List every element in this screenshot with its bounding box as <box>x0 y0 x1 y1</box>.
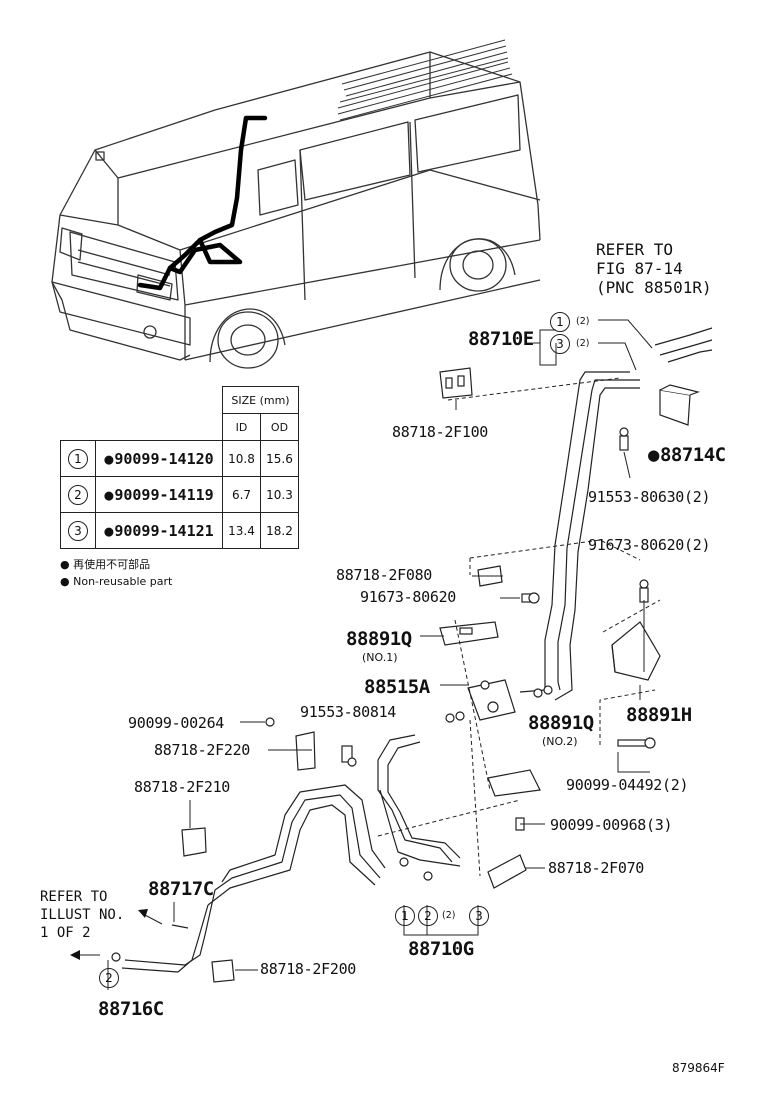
table-row: 1 90099-14120 10.8 15.6 <box>60 440 299 477</box>
clamp-88718-2F210-icon <box>181 827 207 857</box>
clamp-88718-2F100-icon <box>439 367 473 399</box>
hose-ref-1-circle: 1 <box>395 906 415 926</box>
table-header-size: SIZE (mm) <box>222 386 299 414</box>
cover-88891H-icon <box>611 621 661 681</box>
refer-illust-line1: REFER TO <box>40 889 108 905</box>
bolt-91553-80814-icon <box>341 745 357 767</box>
part-88718-2F220-label: 88718-2F220 <box>154 741 251 759</box>
o-ring-size-table: SIZE (mm) ID OD 1 90099-14120 10.8 15.6 … <box>60 386 299 549</box>
clamp-88718-2F200-icon <box>211 959 235 983</box>
bullet-icon: ● <box>60 558 74 571</box>
bolt-90099-04492-icon <box>617 737 656 749</box>
hose-ref-3-qty: (2) <box>576 338 590 349</box>
part-88718-2F210-label: 88718-2F210 <box>134 778 231 796</box>
part-88891Q-2-label: 88891Q <box>528 712 594 734</box>
components <box>111 367 701 983</box>
part-88891Q-1-label: 88891Q <box>346 628 412 650</box>
part-91673-80620-label: 91673-80620 <box>360 588 457 606</box>
arrow-left-icon <box>70 950 80 960</box>
hose-ref-3-circle: 3 <box>469 906 489 926</box>
van-illustration <box>51 39 541 369</box>
part-88710E-label: 88710E <box>468 328 534 350</box>
arrow-heads <box>70 909 148 960</box>
part-88891Q-2-sub: (NO.2) <box>542 735 578 748</box>
refer-fig-line1: REFER TO <box>596 240 674 259</box>
refer-fig-line2: FIG 87-14 <box>596 259 683 278</box>
screw-90099-00264-icon <box>265 717 275 727</box>
bracket-88891Q-1-icon <box>439 621 499 646</box>
part-88718-2F080-label: 88718-2F080 <box>336 566 433 584</box>
pipe-lines <box>121 327 713 973</box>
hose-ref-2-qty: (2) <box>442 910 456 921</box>
refer-fig-note: REFER TO FIG 87-14 (PNC 88501R) <box>596 240 712 297</box>
part-88717C-label: 88717C <box>148 878 214 900</box>
bullet-icon: ● <box>60 575 74 588</box>
part-90099-04492-label: 90099-04492(2) <box>566 776 689 794</box>
legend-en: Non-reusable part <box>73 575 173 588</box>
row-number-circle: 3 <box>68 521 88 541</box>
part-88718-2F100-label: 88718-2F100 <box>392 423 489 441</box>
refer-fig-line3: (PNC 88501R) <box>596 278 712 297</box>
valve-88515A-icon <box>467 679 516 721</box>
row-part-number: 90099-14121 <box>104 522 213 540</box>
part-88891Q-1-sub: (NO.1) <box>362 651 398 664</box>
clamp-88718-2F220-icon <box>295 731 316 771</box>
table-row: 3 90099-14121 13.4 18.2 <box>60 512 299 549</box>
part-88891H-label: 88891H <box>626 704 692 726</box>
row-id-value: 10.8 <box>222 440 261 477</box>
part-91553-80630-label: 91553-80630(2) <box>588 488 711 506</box>
hose-ref-1-circle: 1 <box>550 312 570 332</box>
arrow-left-icon <box>138 909 148 918</box>
row-number-circle: 1 <box>68 449 88 469</box>
table-header-id: ID <box>222 413 261 441</box>
table-row: 2 90099-14119 6.7 10.3 <box>60 476 299 513</box>
row-part-number: 90099-14120 <box>104 450 213 468</box>
bolt-91673-80620-2-icon <box>639 579 649 603</box>
legend: ● 再使用不可部品 ● Non-reusable part <box>60 556 172 590</box>
refer-illust-line2: ILLUST NO. <box>40 907 125 923</box>
part-90099-00968-label: 90099-00968(3) <box>550 816 673 834</box>
hose-ref-2-circle: 2 <box>99 968 119 988</box>
bracket-88891Q-2-icon <box>487 769 541 797</box>
table-header-od: OD <box>260 413 299 441</box>
part-88718-2F200-label: 88718-2F200 <box>260 960 357 978</box>
van-ac-route <box>137 115 268 291</box>
hose-ref-3-circle: 3 <box>550 334 570 354</box>
refer-illust-line3: 1 OF 2 <box>40 925 91 941</box>
table-subheader-row: ID OD <box>61 413 299 441</box>
bolt-91673-80620-icon <box>521 592 540 604</box>
hose-ref-2-circle: 2 <box>418 906 438 926</box>
part-88710G-label: 88710G <box>408 938 474 960</box>
bolt-91553-80630-icon <box>619 427 629 451</box>
row-od-value: 15.6 <box>260 440 299 477</box>
part-90099-00264-label: 90099-00264 <box>128 714 225 732</box>
part-88515A-label: 88515A <box>364 676 430 698</box>
legend-jp: 再使用不可部品 <box>73 558 151 571</box>
row-id-value: 6.7 <box>222 476 261 513</box>
row-od-value: 10.3 <box>260 476 299 513</box>
part-91673-80620-2-label: 91673-80620(2) <box>588 536 711 554</box>
table-header-row: SIZE (mm) <box>61 386 299 414</box>
figure-code: 879864F <box>672 1061 725 1075</box>
part-88714C-label: 88714C <box>648 446 726 465</box>
part-88718-2F070-label: 88718-2F070 <box>548 859 645 877</box>
hose-ref-1-qty: (2) <box>576 316 590 327</box>
row-number-circle: 2 <box>68 485 88 505</box>
part-91553-80814-label: 91553-80814 <box>300 703 397 721</box>
pad-88714C-icon <box>659 384 701 426</box>
part-88716C-label: 88716C <box>98 998 164 1020</box>
row-od-value: 18.2 <box>260 512 299 549</box>
clamp-88718-2F070-icon <box>487 854 527 889</box>
roof-vents <box>337 39 513 121</box>
row-id-value: 13.4 <box>222 512 261 549</box>
refer-illust-note: REFER TO ILLUST NO. 1 OF 2 <box>40 888 124 942</box>
row-part-number: 90099-14119 <box>104 486 213 504</box>
